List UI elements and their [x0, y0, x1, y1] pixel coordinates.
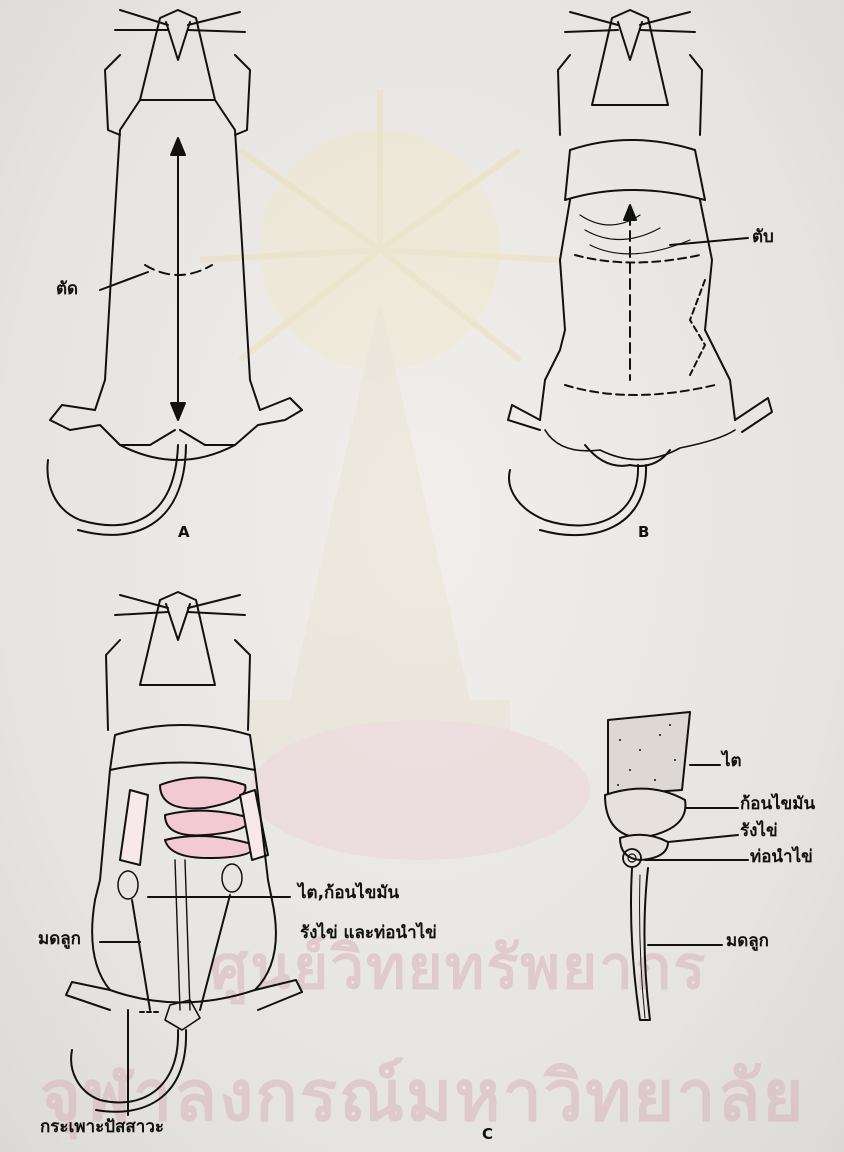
panel-c-uterus-label: มดลูก	[38, 930, 81, 950]
panel-a-mouse	[47, 10, 302, 535]
panel-c-kidney-label-2: รังไข่ และท่อนำไข่	[300, 924, 437, 944]
panel-c-kidney-label-1: ไต,ก้อนไขมัน	[298, 884, 399, 904]
panel-b-liver-label: ตับ	[752, 228, 774, 248]
panel-b-mouse	[508, 10, 772, 535]
panel-d-oviduct-label: ท่อนำไข่	[750, 848, 813, 868]
panel-b-letter: B	[638, 524, 649, 541]
panel-c-bladder-label: กระเพาะปัสสาวะ	[40, 1118, 164, 1138]
panel-d-uterus-label: มดลูก	[726, 932, 769, 952]
panel-a-letter: A	[178, 524, 190, 541]
panel-c-letter: C	[482, 1126, 493, 1143]
panel-c-mouse	[66, 592, 302, 1115]
panel-d-fat-pad-label: ก้อนไขมัน	[740, 795, 815, 815]
panel-a-cut-label: ตัด	[56, 280, 78, 300]
panel-d-kidney-label: ไต	[722, 752, 742, 772]
panel-d-ovary-label: รังไข่	[740, 822, 778, 842]
